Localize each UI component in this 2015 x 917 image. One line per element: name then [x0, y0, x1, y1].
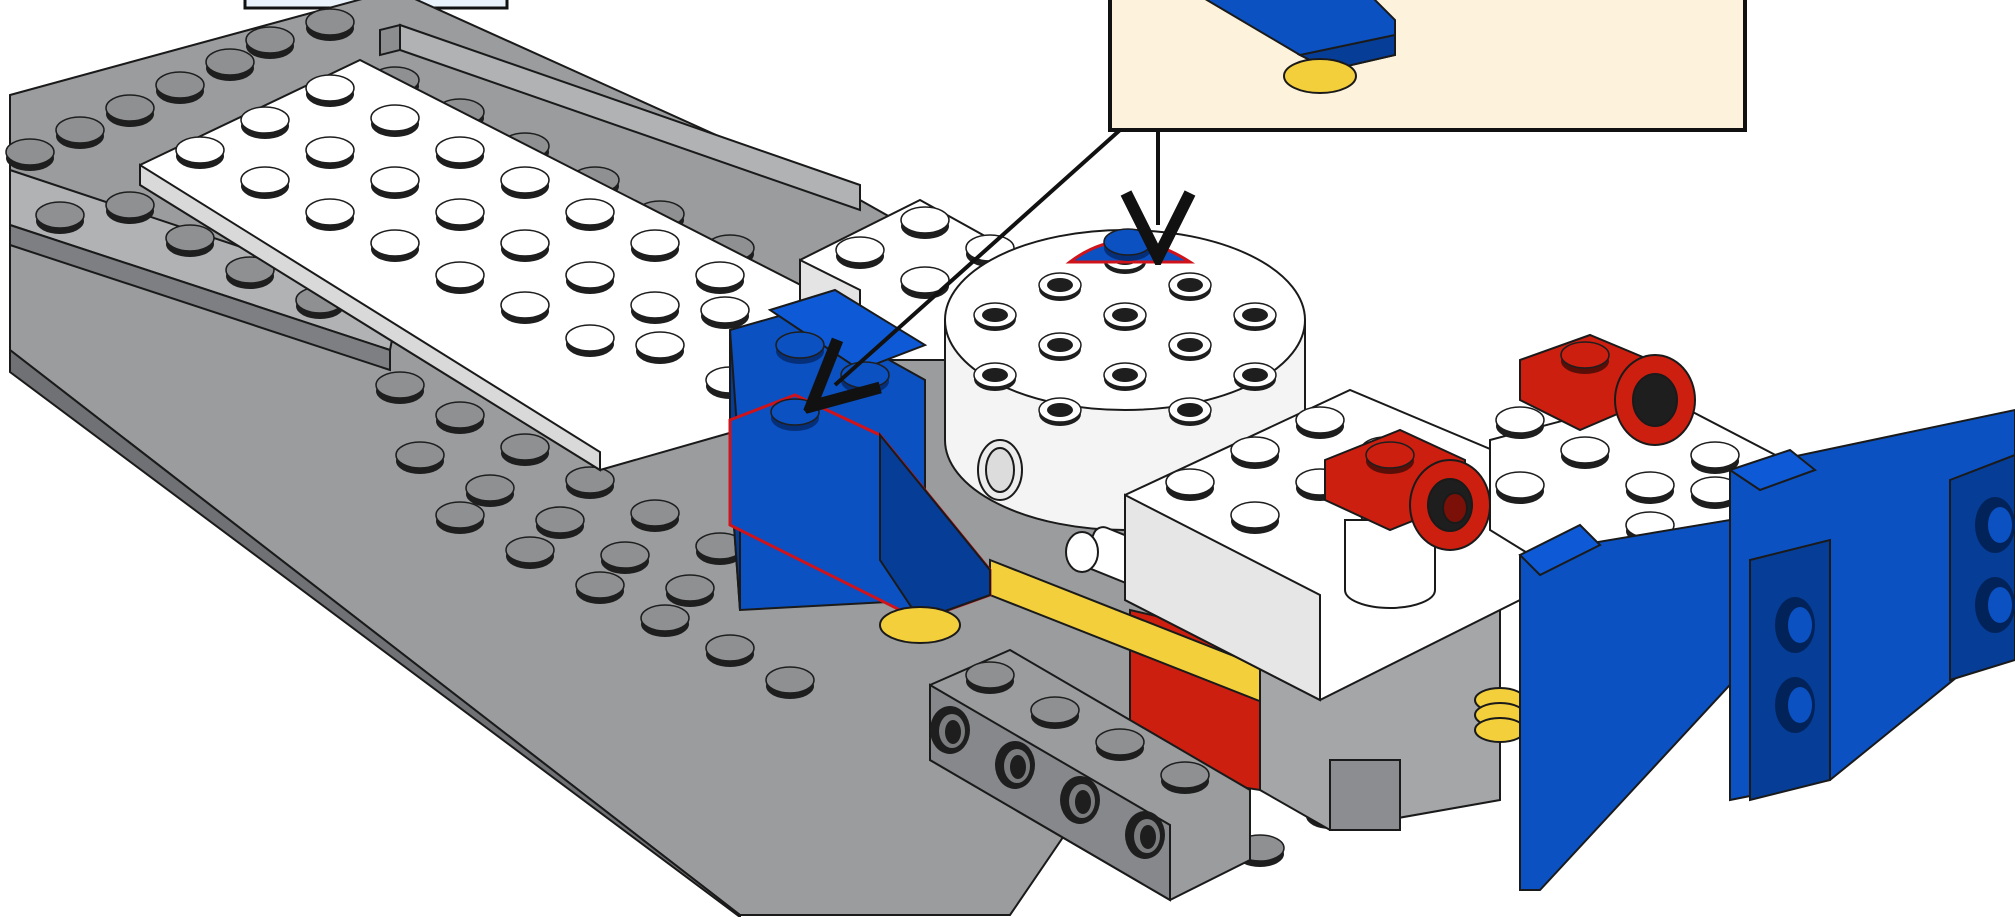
yellow-spring	[1475, 688, 1525, 742]
callout-box	[1110, 0, 1745, 130]
blue-stud	[776, 332, 824, 364]
red-stud	[1366, 442, 1414, 474]
blue-stud	[841, 362, 889, 394]
red-stud	[1561, 342, 1609, 374]
blue-slope-stud	[771, 399, 819, 431]
